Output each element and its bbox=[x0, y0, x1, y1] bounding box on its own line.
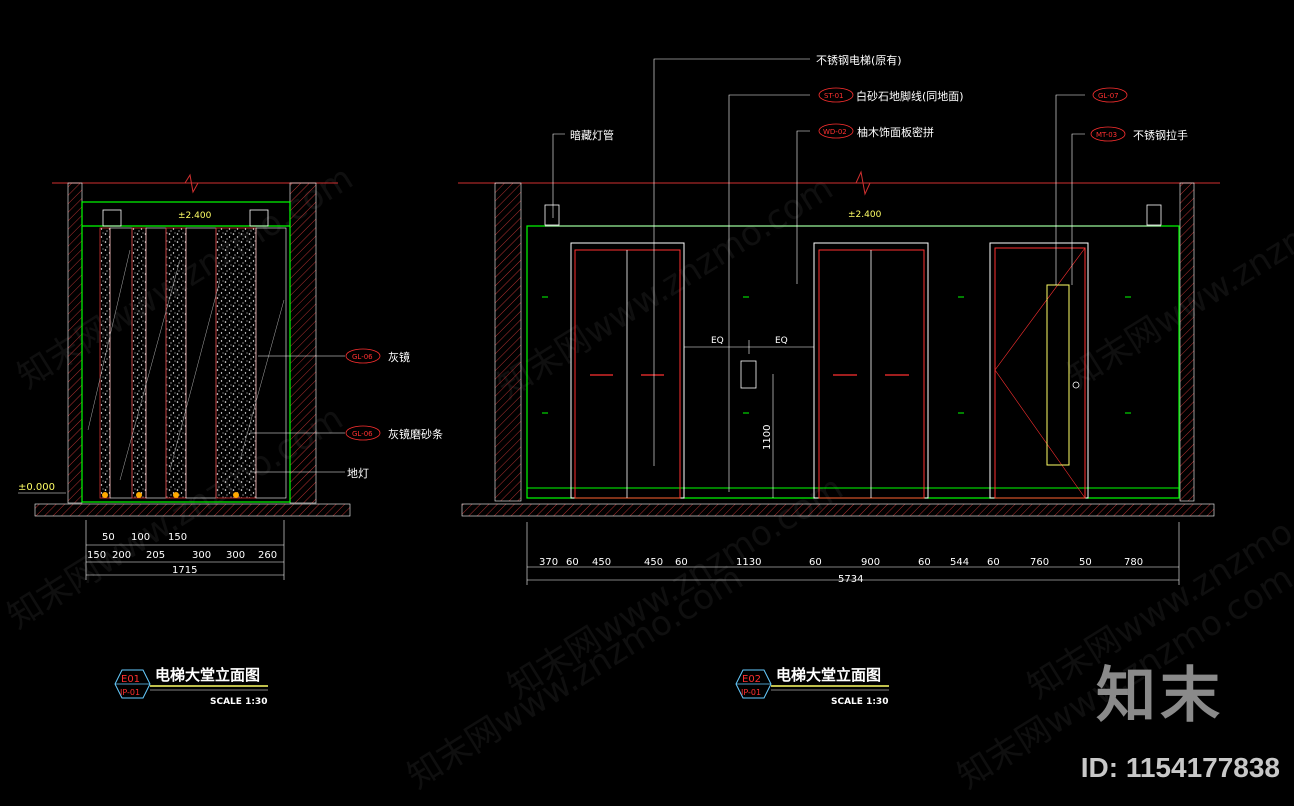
callout-tag bbox=[818, 87, 854, 103]
floor-slab bbox=[461, 503, 1215, 517]
right-wall bbox=[289, 182, 317, 504]
callout-text: 不锈钢拉手 bbox=[1133, 128, 1188, 142]
door-frame bbox=[989, 242, 1089, 499]
dimension-lines bbox=[85, 520, 285, 580]
drawing-scale: SCALE 1:30 bbox=[210, 697, 267, 707]
right-wall bbox=[1179, 182, 1195, 502]
mirror-panel bbox=[255, 227, 287, 499]
dim-total-label: 5734 bbox=[838, 574, 863, 585]
callout-text: 地灯 bbox=[347, 467, 369, 480]
frosted-strip bbox=[99, 227, 111, 499]
callout-tag-text: GL-07 bbox=[1098, 92, 1119, 100]
elevator-door bbox=[574, 249, 681, 499]
mirror-panel bbox=[145, 227, 167, 499]
drawing-title: 电梯大堂立面图 bbox=[776, 666, 881, 684]
callout-tag-text: MT-03 bbox=[1096, 131, 1117, 139]
callout-tag-text: ST-01 bbox=[824, 92, 844, 100]
drawing-number: E01 bbox=[121, 674, 140, 685]
floor-slab bbox=[34, 503, 351, 517]
watermark-logo: 知末 bbox=[1096, 661, 1224, 731]
callout-tag-text: WD-02 bbox=[823, 128, 847, 136]
level-top-label: ±2.400 bbox=[178, 211, 212, 221]
eq-label: EQ bbox=[775, 336, 788, 346]
frosted-strip bbox=[131, 227, 147, 499]
callout-text: 暗藏灯管 bbox=[570, 128, 614, 142]
dim-total-label: 1715 bbox=[172, 565, 197, 576]
mirror-panel bbox=[185, 227, 217, 499]
level-top-label: ±2.400 bbox=[848, 210, 882, 220]
frosted-strip bbox=[215, 227, 257, 499]
elevator-frame bbox=[570, 242, 685, 499]
dim-label: 370 bbox=[539, 557, 558, 568]
dim-label: 60 bbox=[809, 557, 822, 568]
elevation-e02: ±2.400 EQ EQ 1100 不锈钢电梯(原有) ST-01 白砂石地脚线… bbox=[458, 53, 1220, 707]
left-wall bbox=[67, 182, 83, 504]
break-mark bbox=[855, 170, 871, 196]
callout-tag bbox=[345, 348, 381, 364]
dim-label: 150 bbox=[87, 550, 106, 561]
dim-label: 100 bbox=[131, 532, 150, 543]
callout-text: 柚木饰面板密拼 bbox=[857, 125, 934, 139]
wall-frame bbox=[81, 201, 291, 503]
drawing-title: 电梯大堂立面图 bbox=[155, 666, 260, 684]
dim-label: 50 bbox=[1079, 557, 1092, 568]
frosted-strip bbox=[165, 227, 187, 499]
break-mark bbox=[184, 173, 199, 194]
dim-label: 200 bbox=[112, 550, 131, 561]
drawing-scale: SCALE 1:30 bbox=[831, 697, 888, 707]
elevator-door bbox=[818, 249, 925, 499]
mirror-panel bbox=[109, 227, 133, 499]
dim-label: 205 bbox=[146, 550, 165, 561]
dim-label: 900 bbox=[861, 557, 880, 568]
callout-text: 灰镜磨砂条 bbox=[388, 427, 443, 441]
callout-tag-text: GL-06 bbox=[352, 353, 373, 361]
dim-label: 60 bbox=[918, 557, 931, 568]
door-panel bbox=[994, 247, 1086, 499]
callout-text: 灰镜 bbox=[388, 350, 410, 364]
left-wall bbox=[494, 182, 522, 502]
dim-label: 60 bbox=[675, 557, 688, 568]
watermark-id: ID: 1154177838 bbox=[1080, 752, 1280, 783]
drawing-number: E02 bbox=[742, 674, 761, 685]
eq-label: EQ bbox=[711, 336, 724, 346]
dim-label: 260 bbox=[258, 550, 277, 561]
dim-label: 60 bbox=[987, 557, 1000, 568]
dim-label: 544 bbox=[950, 557, 969, 568]
callout-text: 白砂石地脚线(同地面) bbox=[856, 89, 964, 103]
dimension-lines bbox=[526, 522, 1180, 585]
height-dim-label: 1100 bbox=[762, 425, 773, 450]
dim-label: 60 bbox=[566, 557, 579, 568]
dim-label: 150 bbox=[168, 532, 187, 543]
call-button-panel bbox=[740, 360, 757, 389]
callout-tag bbox=[1092, 87, 1128, 103]
dim-label: 50 bbox=[102, 532, 115, 543]
sheet-number: IP-01 bbox=[120, 688, 140, 697]
callout-tag bbox=[1090, 126, 1126, 142]
dim-label: 300 bbox=[226, 550, 245, 561]
wall-frame bbox=[526, 225, 1180, 499]
callout-tag bbox=[345, 425, 381, 441]
elevation-e01: ±2.400 ±0.000 GL-06 灰镜 GL-06 灰镜磨砂条 地灯 50… bbox=[18, 173, 443, 707]
callout-text: 不锈钢电梯(原有) bbox=[816, 53, 902, 67]
level-floor-label: ±0.000 bbox=[18, 482, 55, 493]
sheet-number: IP-01 bbox=[741, 688, 761, 697]
door-handle bbox=[1046, 284, 1070, 466]
dim-label: 300 bbox=[192, 550, 211, 561]
dim-label: 450 bbox=[644, 557, 663, 568]
callout-tag-text: GL-06 bbox=[352, 430, 373, 438]
callout-tag bbox=[818, 123, 854, 139]
dim-label: 760 bbox=[1030, 557, 1049, 568]
dim-label: 1130 bbox=[736, 557, 761, 568]
dim-label: 780 bbox=[1124, 557, 1143, 568]
dim-label: 450 bbox=[592, 557, 611, 568]
